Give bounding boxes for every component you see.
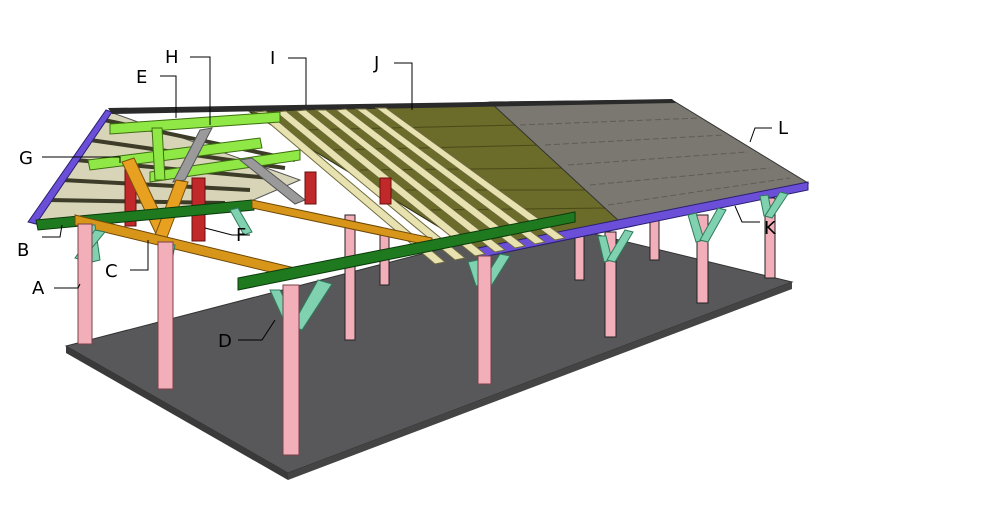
floor-slab-edge-right (288, 282, 792, 480)
red-struts (124, 167, 392, 242)
front-posts (77, 223, 492, 456)
callout-A: A (32, 278, 45, 299)
side-top-beam (237, 211, 576, 291)
floor-slab (64, 221, 794, 474)
callout-B: B (17, 240, 29, 261)
shingle-rows (519, 117, 791, 206)
callout-K: K (764, 218, 777, 239)
ridge-board (108, 99, 676, 114)
callout-G: G (19, 148, 33, 169)
callout-H: H (165, 47, 179, 68)
callout-I: I (270, 48, 275, 69)
floor-slab-edge (66, 346, 288, 480)
gray-braces (172, 127, 306, 205)
callout-L: L (778, 118, 788, 139)
leader-lines (42, 56, 772, 341)
callout-F: F (236, 225, 246, 246)
callout-D: D (218, 331, 232, 352)
callout-E: E (136, 67, 147, 88)
callout-C: C (105, 261, 118, 282)
rafters (254, 107, 567, 265)
callout-J: J (373, 53, 379, 74)
